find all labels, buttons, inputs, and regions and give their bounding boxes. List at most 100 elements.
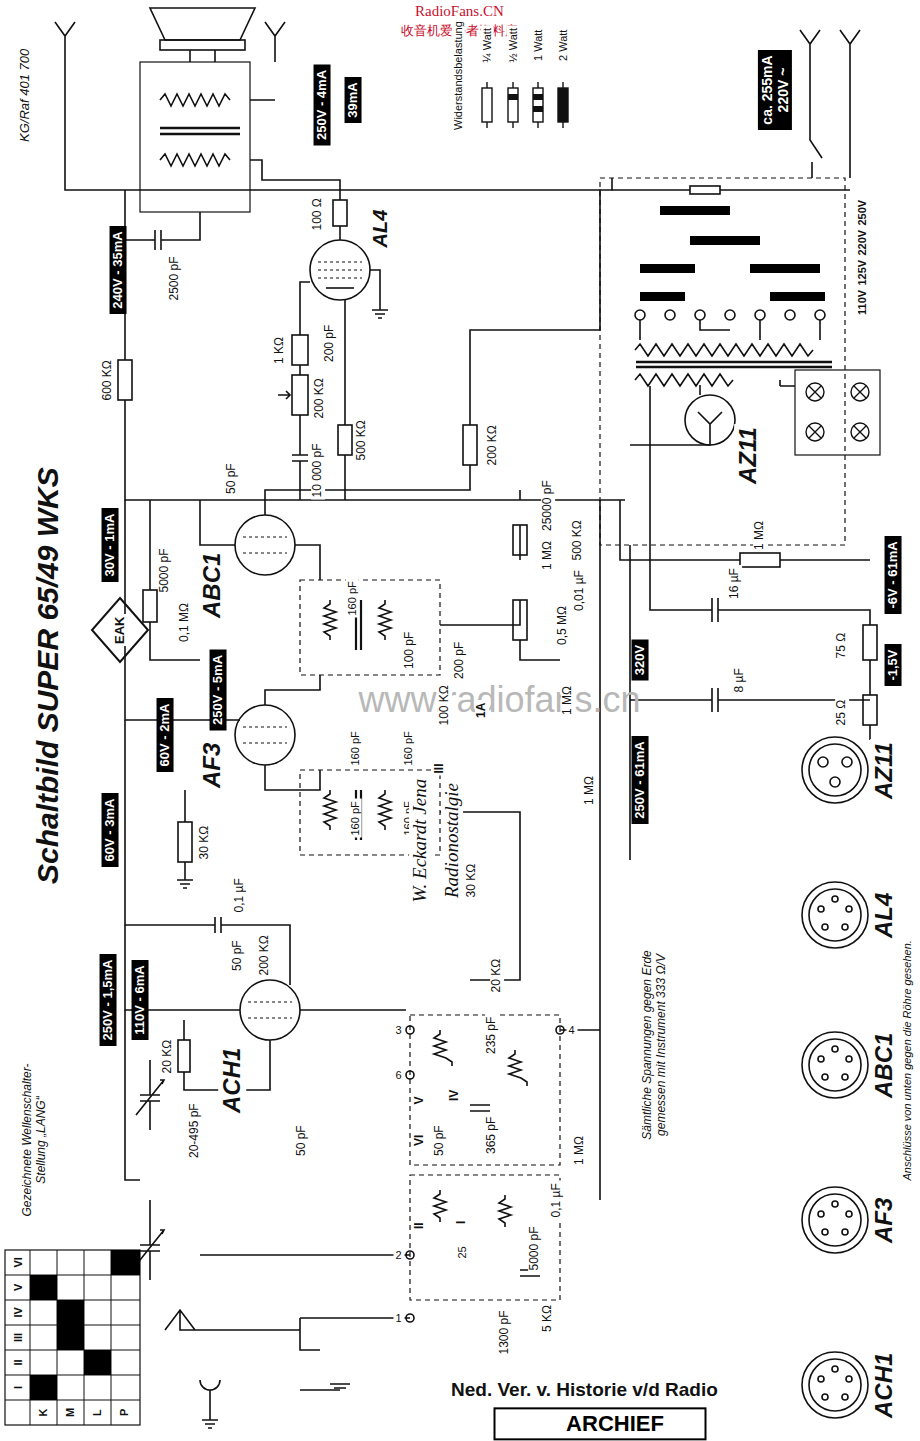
schematic-label: 1 MΩ [583, 773, 597, 807]
schematic-label: 160 pF [349, 729, 362, 768]
wiring [513, 600, 527, 640]
legend-text: 2 Watt [557, 27, 570, 63]
schematic-label: 100 pF [403, 629, 417, 671]
tube-name: ABC1 [198, 550, 226, 620]
schematic-label: Widerstandsbelastung [452, 18, 465, 132]
schematic-label: 1 MΩ [561, 683, 575, 717]
schematic-label: 5 KΩ [541, 1302, 555, 1334]
wiring [800, 30, 822, 178]
bold-label: V [12, 1281, 25, 1293]
tube-socket-views [822, 1394, 828, 1400]
tube-socket-views [802, 1187, 868, 1253]
bold-label: VI [413, 1132, 427, 1148]
wiring [370, 270, 388, 318]
bold-label: III [433, 761, 447, 776]
tube-socket-views [818, 757, 828, 767]
resistor-symbol [506, 82, 520, 128]
node-text: -1,5V [886, 649, 901, 681]
wiring [499, 1195, 511, 1227]
wiring [5, 1250, 140, 1425]
tube-socket-views [822, 1074, 828, 1080]
wiring [200, 1380, 220, 1428]
wiring [324, 790, 336, 830]
wiring [243, 537, 287, 553]
schematic-label: 6 [394, 1069, 405, 1082]
wiring [434, 1030, 452, 1066]
voltage-box: 60V - 3mA [102, 793, 119, 867]
wiring [780, 380, 795, 386]
tube-socket-views [832, 1201, 838, 1207]
wiring [278, 391, 290, 399]
resistor-symbol [556, 82, 570, 128]
wiring [630, 699, 870, 701]
wiring [178, 822, 192, 862]
italic-note: Radionostalgie [441, 780, 463, 900]
node-text: 60V - 2mA [158, 703, 173, 767]
wiring [248, 1002, 292, 1018]
wiring [150, 500, 200, 660]
schematic-label: 1 [394, 1312, 405, 1325]
wiring [136, 1060, 164, 1130]
voltage-box: 250V - 1,5mA [100, 954, 117, 1046]
schematic-label: 16 µF [728, 565, 742, 601]
bold-label: M [64, 1405, 77, 1419]
tube-name: AL4 [369, 207, 392, 250]
wiring [265, 22, 285, 62]
switch-table-fill [750, 264, 820, 273]
tube-socket-views [802, 1187, 868, 1253]
wiring [785, 310, 795, 320]
wiring [665, 310, 675, 320]
node-text: ARCHIEF [566, 1411, 665, 1436]
switch-table-fill [30, 206, 825, 1400]
schematic-label: 1 KΩ [273, 334, 287, 366]
tube-socket-views [507, 737, 868, 1438]
bold-label: I [455, 1218, 469, 1226]
bold-label: 250V [856, 197, 869, 228]
wiring [695, 310, 705, 320]
wiring [635, 374, 733, 386]
schematic-label: 25000 pF [541, 477, 555, 533]
tube-socket-views [818, 1056, 824, 1062]
wiring [509, 1050, 527, 1086]
tube-name: ACH1 [870, 1350, 898, 1420]
tube-socket-views [822, 1229, 828, 1235]
voltage-box: 110V - 6mA [132, 960, 149, 1040]
node-text: 250V - 4mA [315, 70, 330, 141]
node-text: 320V [633, 645, 648, 676]
schematic-label: 600 KΩ [101, 358, 115, 403]
bold-label: IV [12, 1305, 25, 1320]
wiring [55, 22, 612, 190]
voltage-box: 250V - 61mA [632, 736, 649, 824]
bold-label: VI [12, 1255, 25, 1270]
tube-socket-views [809, 1039, 861, 1091]
resistor-body [533, 88, 543, 122]
wiring [725, 310, 735, 320]
tube-socket-views [846, 906, 852, 912]
bold-label: 1A [475, 700, 489, 720]
schematic-label: 0,1 µF [233, 876, 247, 915]
tube-socket-views [818, 1211, 824, 1217]
wiring [379, 790, 391, 830]
schematic-label: 500 KΩ [355, 418, 369, 463]
tube-socket-views [832, 1366, 838, 1372]
wiring [292, 335, 308, 365]
archive-stamp: ARCHIEF [494, 1407, 707, 1440]
schematic-label: 5000 pF [158, 546, 172, 595]
node-text: 110V - 6mA [133, 965, 148, 1035]
pilot-lamps [809, 426, 821, 438]
italic-note: Gezeichnete Wellenschalter-Stellung „LAN… [21, 1040, 49, 1240]
schematic-label: 235 pF [485, 1014, 499, 1056]
bold-label: IV [448, 1087, 462, 1103]
schematic-label: 1 MΩ [541, 538, 555, 572]
tube-socket-views [822, 924, 828, 930]
node-text: 39mA [346, 82, 361, 118]
wiring [295, 545, 320, 580]
schematic-label: 200 KΩ [486, 423, 500, 468]
wiring [265, 190, 600, 515]
wiring [265, 675, 320, 705]
pilot-lamps [806, 383, 824, 401]
schematic-label: 20 KΩ [490, 956, 504, 995]
schematic-label: 1300 pF [498, 1308, 512, 1357]
wiring [513, 525, 527, 555]
voltage-box: 39mA [345, 77, 362, 123]
